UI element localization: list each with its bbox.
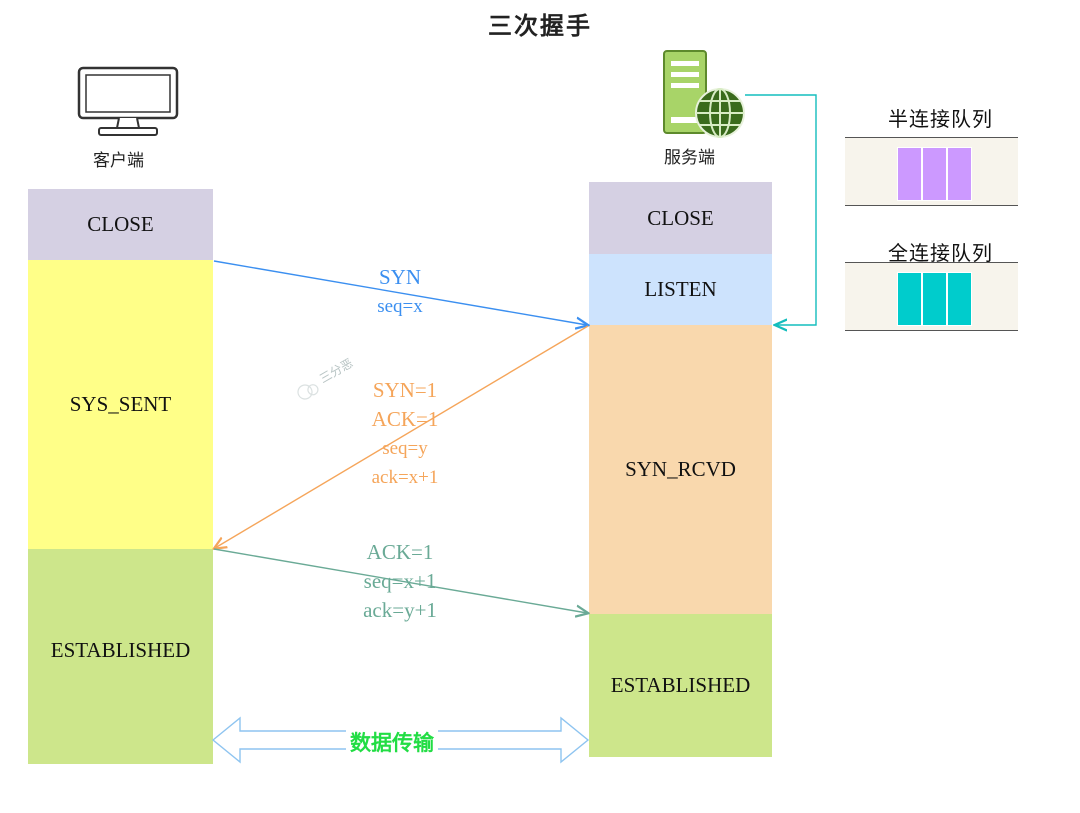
half-queue-slot bbox=[947, 147, 972, 201]
half-queue bbox=[845, 137, 1018, 206]
queue-link-arrow bbox=[745, 94, 817, 325]
full-queue-label: 全连接队列 bbox=[888, 241, 993, 265]
client-label: 客户端 bbox=[93, 151, 144, 171]
server-state-listen: LISTEN bbox=[589, 254, 772, 325]
monitor-icon bbox=[77, 66, 179, 136]
watermark-icon bbox=[297, 384, 319, 400]
synack-syn: SYN=1 bbox=[372, 378, 438, 402]
syn-label: SYN seq=x bbox=[340, 263, 460, 321]
server-state-close: CLOSE bbox=[589, 182, 772, 254]
server-label: 服务端 bbox=[664, 148, 715, 168]
half-queue-slot bbox=[897, 147, 922, 201]
client-state-close: CLOSE bbox=[28, 189, 213, 260]
client-state-syn-sent: SYS_SENT bbox=[28, 260, 213, 549]
half-queue-slot bbox=[922, 147, 947, 201]
client-state-established: ESTABLISHED bbox=[28, 549, 213, 764]
ack-seq: seq=x+1 bbox=[363, 569, 437, 593]
ack-flag: ACK=1 bbox=[366, 540, 434, 564]
half-queue-label: 半连接队列 bbox=[888, 107, 993, 131]
synack-ack: ACK=1 bbox=[371, 407, 439, 431]
synack-seq: seq=y bbox=[382, 438, 428, 459]
data-transfer-label: 数据传输 bbox=[346, 727, 438, 757]
synack-arrow bbox=[215, 325, 589, 548]
server-state-established: ESTABLISHED bbox=[589, 614, 772, 757]
full-queue-slot bbox=[922, 272, 947, 326]
synack-acknum: ack=x+1 bbox=[371, 467, 439, 488]
ack-arrow bbox=[213, 548, 587, 613]
syn-arrow bbox=[213, 260, 587, 325]
diagram-title: 三次握手 bbox=[488, 12, 592, 40]
syn-flag: SYN bbox=[378, 265, 421, 289]
full-queue-slot bbox=[947, 272, 972, 326]
ack-acknum: ack=y+1 bbox=[363, 598, 437, 622]
server-globe-icon bbox=[663, 50, 745, 138]
ack-label: ACK=1 seq=x+1 ack=y+1 bbox=[335, 538, 465, 625]
syn-seq: seq=x bbox=[377, 296, 423, 317]
server-state-syn-rcvd: SYN_RCVD bbox=[589, 325, 772, 614]
synack-label: SYN=1 ACK=1 seq=y ack=x+1 bbox=[340, 376, 470, 492]
full-queue-slot bbox=[897, 272, 922, 326]
full-queue bbox=[845, 262, 1018, 331]
